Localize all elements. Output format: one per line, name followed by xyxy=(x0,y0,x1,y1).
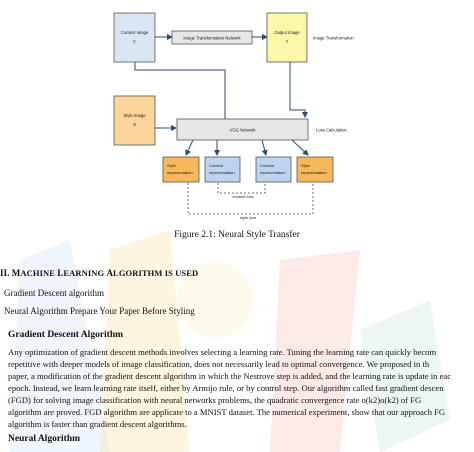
paragraph-line: Any optimization of gradient descent met… xyxy=(8,347,437,357)
image-transformation-network-label: Image Transformation Network xyxy=(183,36,241,41)
content-representation-1-box xyxy=(204,156,241,183)
style-image-var: S xyxy=(133,122,136,127)
style-representation-1-box xyxy=(162,156,200,183)
style-loss-label: style loss xyxy=(240,215,256,220)
paragraph-line: algorithm are proved. FGD algorithm are … xyxy=(8,407,446,417)
style-representation-1-line2: representation xyxy=(167,170,193,175)
section-heading: II. MACHINE LEARNING ALGORITHM IS USED xyxy=(0,268,198,278)
style-representation-2-line2: representation xyxy=(301,170,327,175)
vgg-network-box xyxy=(176,118,309,141)
heading-word-2: EARNING xyxy=(63,268,105,278)
style-representation-1-line1: Style xyxy=(167,163,177,168)
image-transformation-network-box xyxy=(171,30,253,45)
content-representation-2-box xyxy=(255,156,292,183)
paragraph-line: paper, a modification of the gradient de… xyxy=(8,371,452,381)
paragraph-line: epoch. Instead, we learn learning rate i… xyxy=(8,383,444,393)
neural-style-transfer-diagram: Content Image C Image Transformation Net… xyxy=(113,12,354,220)
content-loss-label: content loss xyxy=(232,194,253,199)
gradient-descent-paragraph: Any optimization of gradient descent met… xyxy=(8,346,474,430)
style-image-title: Style Image xyxy=(123,113,146,118)
content-representation-2-line1: Content xyxy=(260,163,275,168)
heading-initial-1: M xyxy=(11,268,21,278)
output-image-box xyxy=(266,12,308,63)
subsection-neural-algorithm: Neural Algorithm xyxy=(8,434,81,444)
content-representation-1-line2: representation xyxy=(209,170,235,175)
heading-word-1: ACHINE xyxy=(20,268,56,278)
style-image-box xyxy=(113,95,156,146)
style-representation-2-line1: Style xyxy=(301,163,311,168)
heading-initial-2: L xyxy=(57,268,64,278)
content-representation-1-line1: Content xyxy=(209,163,224,168)
figure-caption: Figure 2.1: Neural Style Transfer xyxy=(174,230,300,240)
content-representation-2-line2: representation xyxy=(260,170,286,175)
list-item-1: Gradient Descent algorithm xyxy=(4,288,104,298)
paragraph-line: repetitive with deeper models of image c… xyxy=(8,359,430,369)
loss-calculation-label: Loss Calculation xyxy=(316,128,347,133)
output-image-var: Y xyxy=(286,39,289,44)
image-transformation-label: Image Transformation xyxy=(313,36,354,41)
content-image-box xyxy=(113,12,156,63)
paragraph-line: (FGD) for solving image classification w… xyxy=(8,395,422,405)
section-numeral: II. xyxy=(0,268,10,278)
style-representation-2-box xyxy=(296,156,334,183)
vgg-network-label: VGG Network xyxy=(230,128,257,133)
paragraph-line: algorithm is faster than gradient descen… xyxy=(8,419,187,429)
content-image-var: C xyxy=(133,39,136,44)
list-item-2: Neural Algorithm Prepare Your Paper Befo… xyxy=(4,306,195,316)
heading-initial-3: A xyxy=(106,268,114,278)
heading-word-3: LGORITHM IS USED xyxy=(113,268,199,278)
subsection-gradient-descent: Gradient Descent Algorithm xyxy=(8,330,124,340)
content-image-title: Content Image xyxy=(121,30,149,35)
output-image-title: Output Image xyxy=(274,30,300,35)
